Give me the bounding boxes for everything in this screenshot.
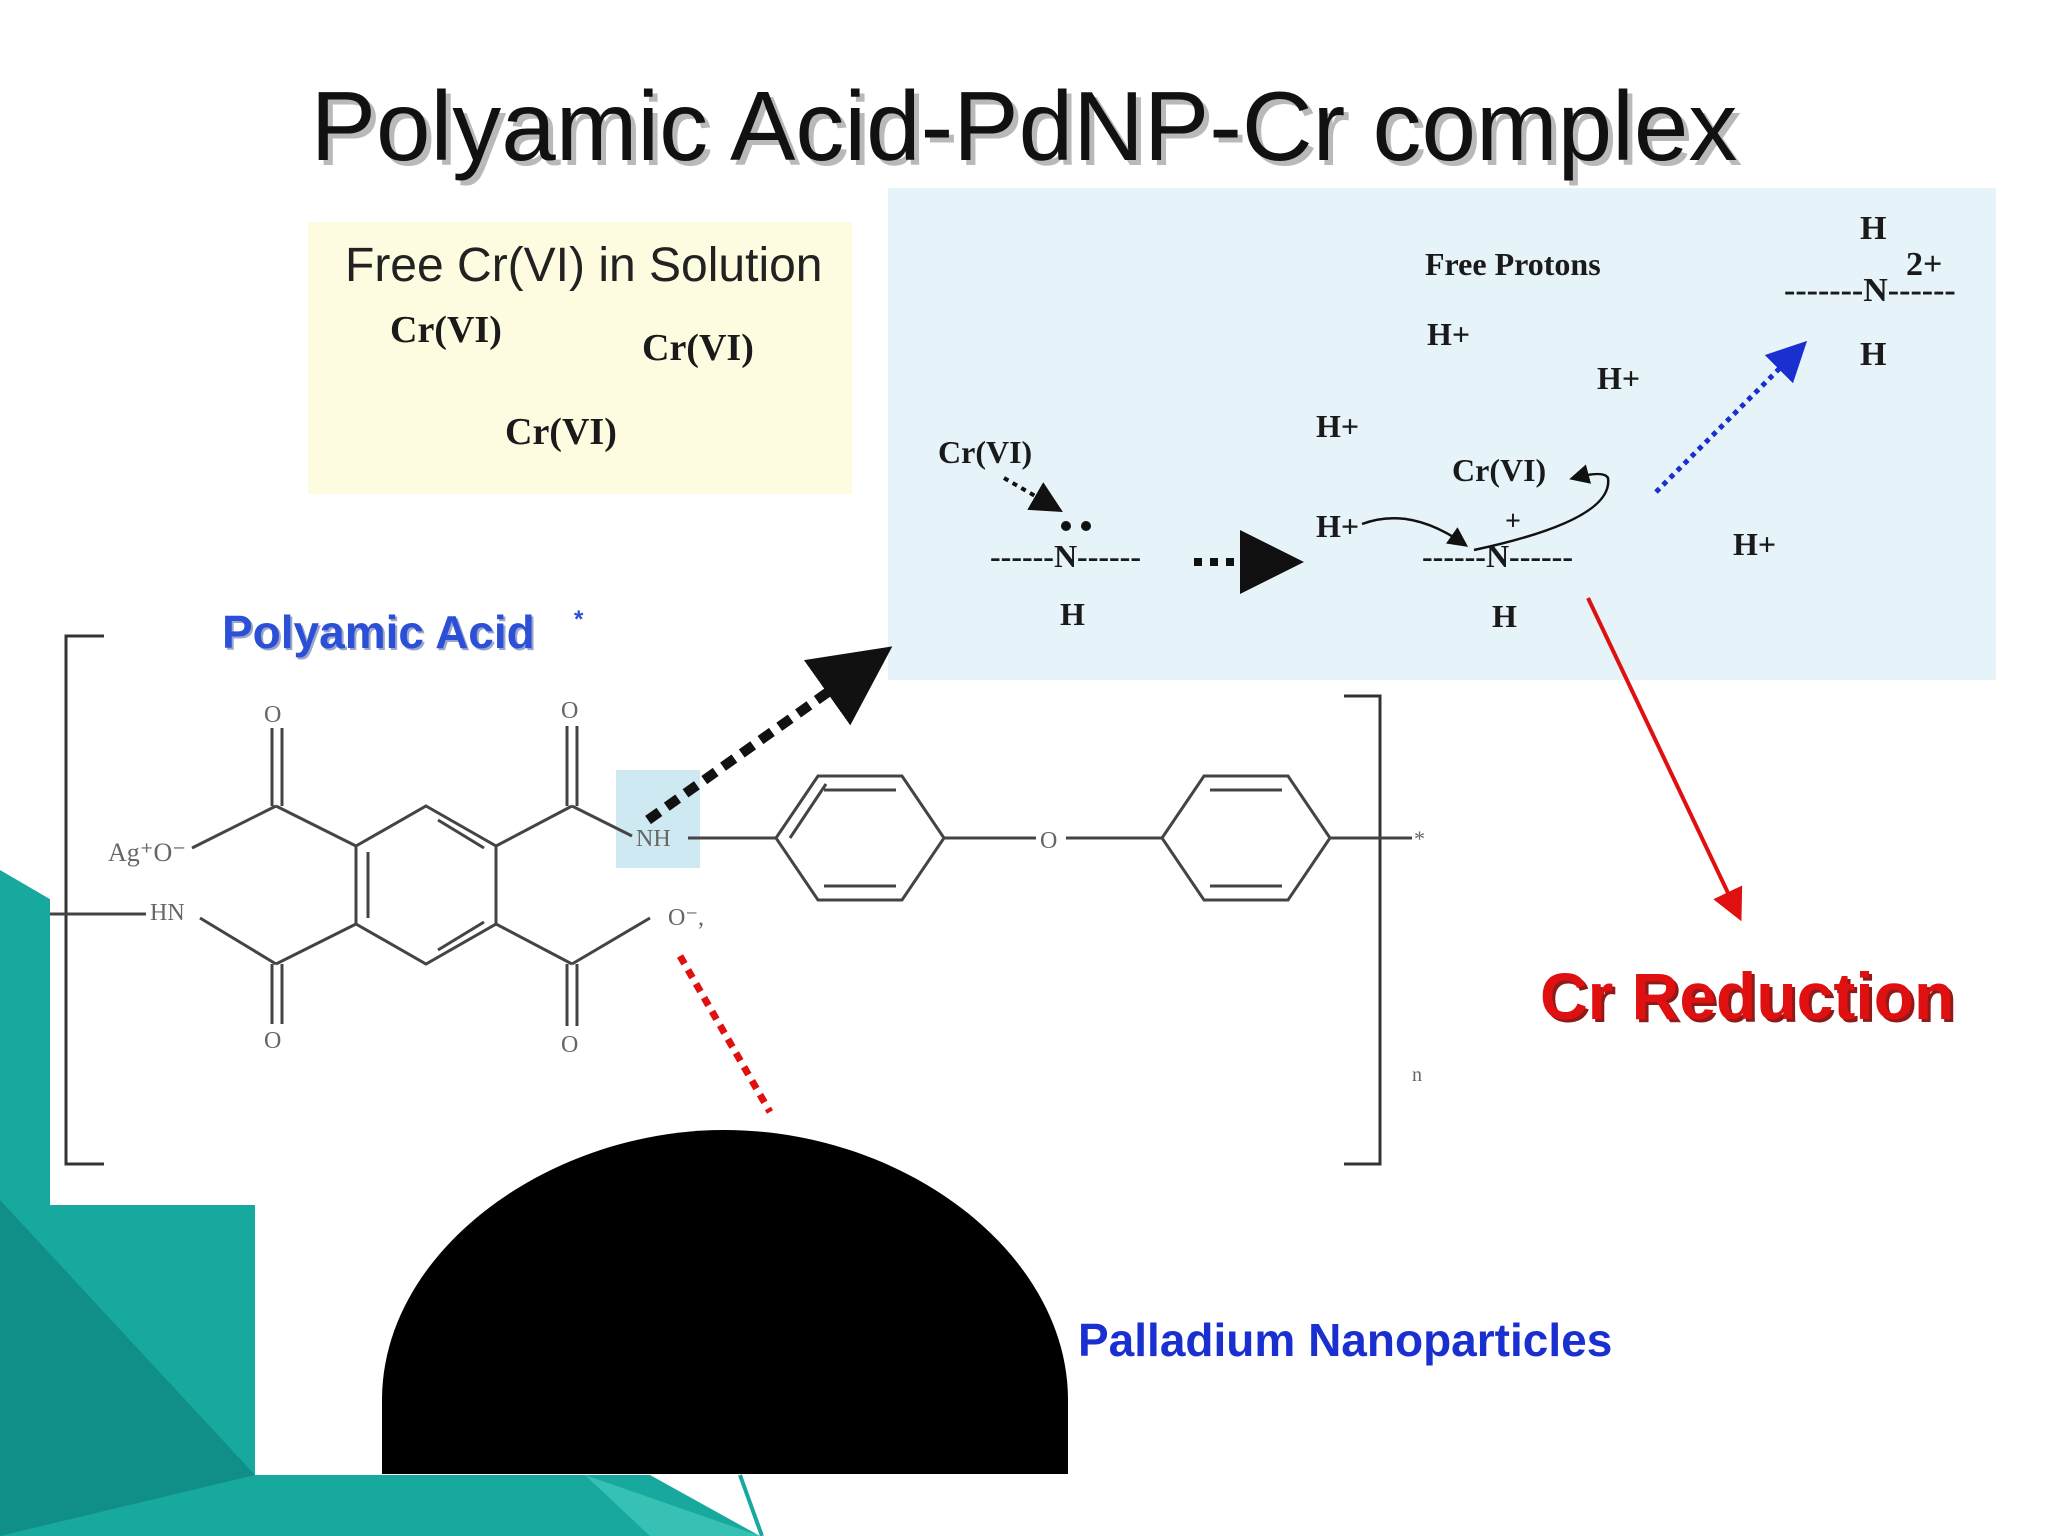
free-cr-label: Free Cr(VI) in Solution: [345, 239, 823, 292]
ammonium-nitrogen: -------N------: [1784, 272, 1956, 309]
amine-nitrogen: ------N------: [990, 538, 1141, 574]
crvi-release-arrow: [1473, 464, 1610, 552]
protonation-arrow: [1654, 340, 1808, 494]
lone-pair-dot: [1081, 521, 1091, 531]
free-cr-item: Cr(VI): [642, 327, 754, 369]
hn-label: HN: [150, 900, 185, 926]
nh-to-mechanism-arrow: [645, 646, 893, 825]
ammonium-charge: 2+: [1906, 246, 1943, 283]
repeat-unit-n: n: [1412, 1064, 1422, 1086]
carbonyl-oxygen: O: [561, 698, 579, 724]
carbonyl-oxygen: O: [264, 702, 282, 728]
proton-label: H+: [1316, 408, 1360, 444]
amine-hydrogen: H: [1060, 596, 1085, 632]
ammonium-hydrogen-top: H: [1860, 210, 1887, 247]
silver-carboxylate-label: Ag⁺O⁻: [108, 838, 186, 867]
carboxylate-oxygen-label: O⁻,: [668, 905, 704, 931]
free-cr-item: Cr(VI): [505, 411, 617, 453]
nh-label: NH: [636, 826, 671, 852]
proton-label: H+: [1427, 316, 1471, 352]
polyamic-acid-label: Polyamic Acid: [222, 606, 535, 658]
proton-label: H+: [1316, 508, 1360, 544]
lone-pair-dot: [1061, 521, 1071, 531]
palladium-nanoparticle: [382, 1130, 1068, 1474]
free-cr-panel: [308, 222, 852, 494]
proton-label: H+: [1597, 360, 1641, 396]
cr-reduction-arrow: [1586, 597, 1743, 922]
crvi-bound: Cr(VI): [1452, 452, 1547, 488]
mechanism-panel: [888, 188, 1996, 680]
proton-label: H+: [1733, 526, 1777, 562]
proton-transfer-arrow: [1361, 517, 1469, 547]
ether-oxygen: O: [1040, 828, 1058, 854]
carbonyl-oxygen: O: [561, 1032, 579, 1058]
ammonium-hydrogen-bottom: H: [1860, 336, 1887, 373]
repeat-bracket-right: [1344, 694, 1382, 1166]
free-cr-item: Cr(VI): [390, 309, 502, 351]
repeat-bracket-left: [64, 634, 104, 1166]
positive-charge: +: [1505, 506, 1521, 537]
cr-reduction-label: Cr Reduction: [1540, 959, 1955, 1033]
crvi-attack-arrow: [1003, 476, 1063, 512]
crvi-attacking: Cr(VI): [938, 434, 1033, 470]
protonated-hydrogen: H: [1492, 598, 1517, 634]
palladium-nanoparticles-label: Palladium Nanoparticles: [1078, 1314, 1613, 1366]
slide-title: Polyamic Acid-PdNP-Cr complex: [310, 71, 1738, 181]
polyamic-acid-star: *: [574, 606, 584, 633]
chain-end-star: *: [1414, 826, 1425, 851]
carbonyl-oxygen: O: [264, 1028, 282, 1054]
polyamic-acid-structure: [50, 726, 1412, 1026]
free-protons-label: Free Protons: [1425, 246, 1601, 282]
pd-binding-link: [676, 954, 774, 1114]
